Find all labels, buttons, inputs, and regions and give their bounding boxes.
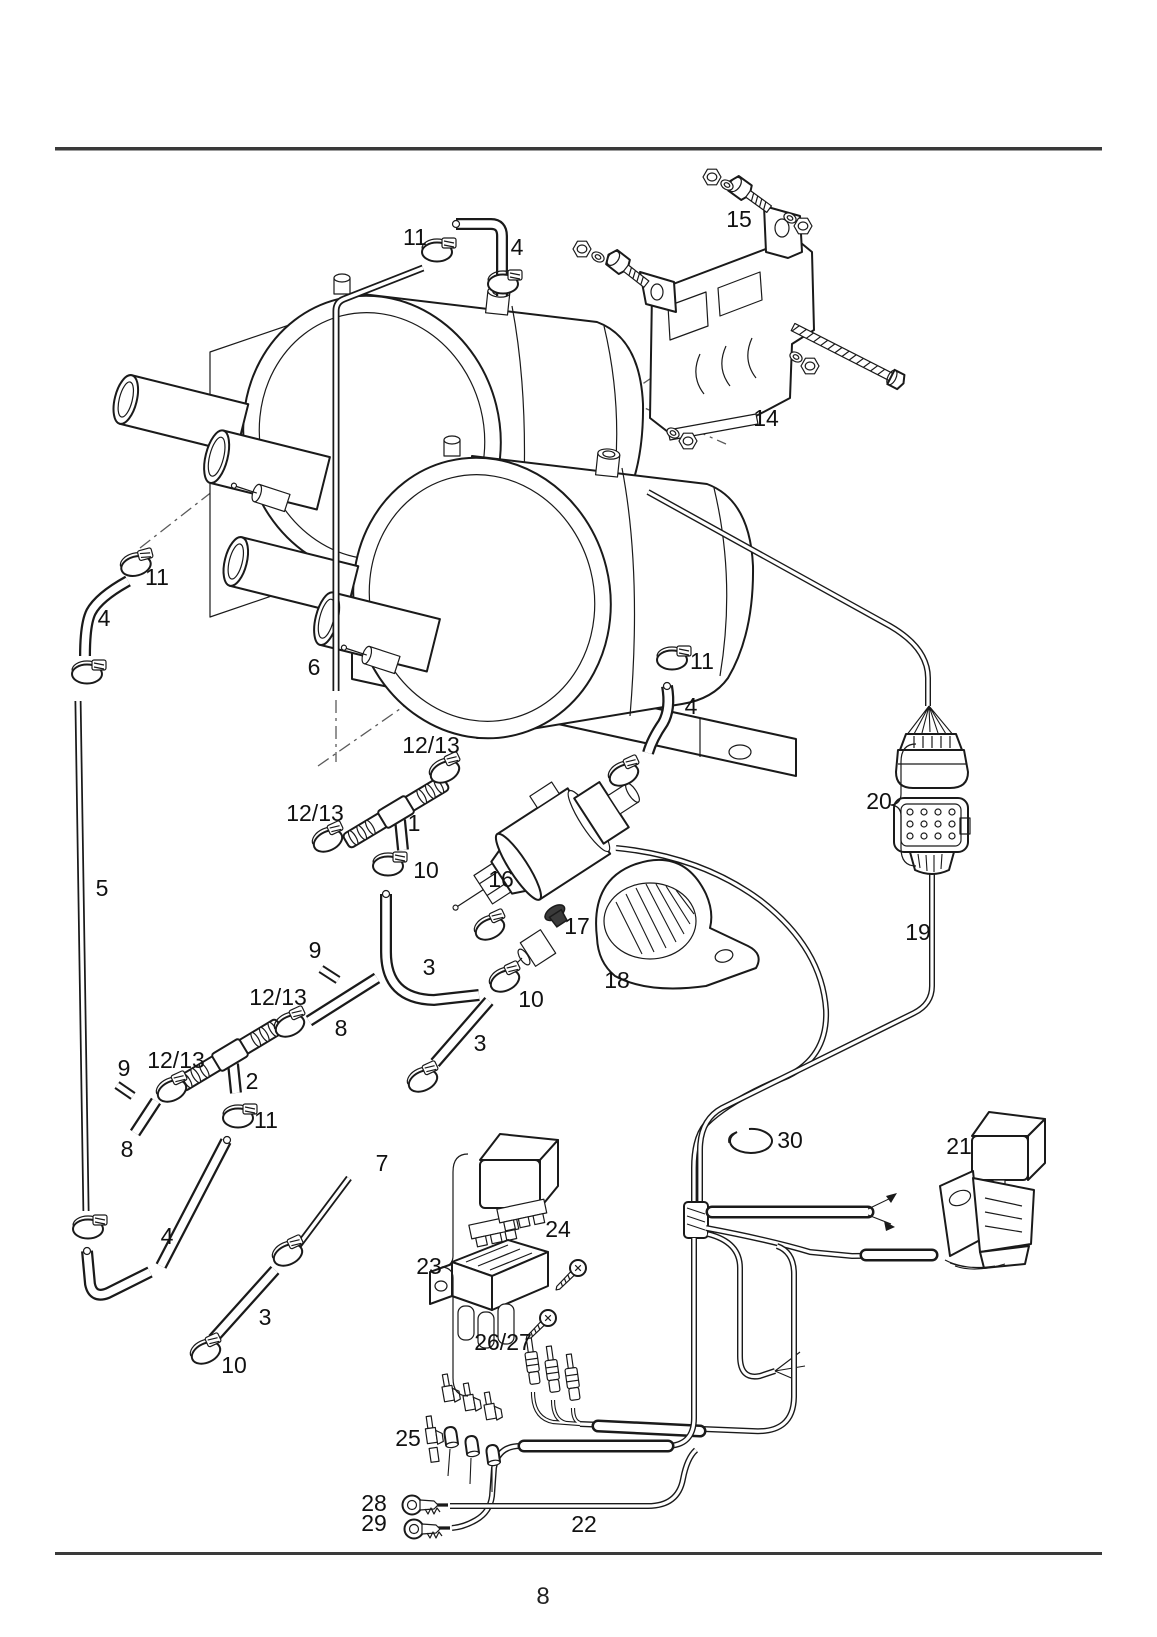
ring-terminals: [401, 1494, 450, 1540]
callout-10: 10: [518, 986, 544, 1012]
relay-23: [479, 1133, 559, 1209]
callout-9: 9: [118, 1055, 131, 1081]
callout-4: 4: [511, 234, 524, 260]
callout-6: 6: [308, 654, 321, 680]
fuses-24: [468, 1198, 548, 1248]
wire-arrow: [884, 1221, 895, 1231]
callout-15: 15: [726, 206, 752, 232]
terminals-26-27: [439, 1336, 582, 1492]
callout-braces: [441, 743, 917, 1397]
callout-12-13: 12/13: [402, 732, 460, 758]
callout-11: 11: [403, 224, 427, 250]
bottom-rule: [55, 1552, 1102, 1555]
metering-pump-16: [452, 781, 640, 911]
connector-pair-20: [893, 705, 971, 875]
callout-12-13: 12/13: [147, 1047, 205, 1073]
callout-8: 8: [335, 1015, 348, 1041]
callout-20: 20: [866, 788, 892, 814]
callout-9: 9: [309, 937, 322, 963]
callout-24: 24: [545, 1216, 571, 1242]
callout-30: 30: [777, 1127, 803, 1153]
mounting-bracket-14: [639, 205, 815, 441]
callout-21: 21: [946, 1133, 972, 1159]
grommet-17: [544, 904, 568, 928]
pump-clamp-18: [595, 858, 760, 990]
callout-10: 10: [413, 857, 439, 883]
callout-22: 22: [571, 1511, 597, 1537]
harness-junction: [683, 1201, 709, 1239]
callout-11: 11: [145, 564, 169, 590]
tee-fitting-2: [176, 1018, 284, 1094]
callout-7: 7: [376, 1150, 389, 1176]
relay-21: [971, 1111, 1046, 1189]
callout-3: 3: [259, 1304, 272, 1330]
circlip-30: [728, 1127, 773, 1154]
page-number: 8: [536, 1583, 549, 1610]
callout-11: 11: [690, 648, 714, 674]
callout-12-13: 12/13: [286, 800, 344, 826]
callout-28: 28: [361, 1490, 387, 1516]
callout-11: 11: [254, 1107, 278, 1133]
top-rule: [55, 147, 1102, 151]
callout-26-27: 26/27: [474, 1329, 532, 1355]
callout-8: 8: [121, 1136, 134, 1162]
callout-12-13: 12/13: [249, 984, 307, 1010]
callout-25: 25: [395, 1425, 421, 1451]
long-screw: [790, 322, 906, 391]
callout-3: 3: [423, 954, 436, 980]
callout-18: 18: [604, 967, 630, 993]
fuse-holder-23: [429, 1239, 591, 1349]
callout-4: 4: [161, 1223, 174, 1249]
callout-23: 23: [416, 1253, 442, 1279]
tee-fitting-1: [342, 775, 450, 851]
terminal-25: [423, 1414, 445, 1463]
wiring-harness: [450, 489, 971, 1531]
callout-layer: 11 4 15 14 11 4 6 11 4 12/13 12/13 1 10 5 16 17 18 9 3 12/1…: [96, 206, 972, 1537]
callout-17: 17: [564, 913, 590, 939]
callout-4: 4: [98, 605, 111, 631]
callout-1: 1: [408, 810, 421, 836]
callout-19: 19: [905, 919, 931, 945]
callout-16: 16: [488, 866, 514, 892]
callout-5: 5: [96, 875, 109, 901]
callout-3: 3: [474, 1030, 487, 1056]
callout-10: 10: [221, 1352, 247, 1378]
hoses-and-pipes: [74, 218, 675, 1344]
wire-arrow: [886, 1193, 897, 1203]
callout-4: 4: [685, 693, 698, 719]
callout-29: 29: [361, 1510, 387, 1536]
relay-socket-21: [939, 1170, 1035, 1270]
callout-14: 14: [753, 405, 779, 431]
callout-2: 2: [246, 1068, 259, 1094]
